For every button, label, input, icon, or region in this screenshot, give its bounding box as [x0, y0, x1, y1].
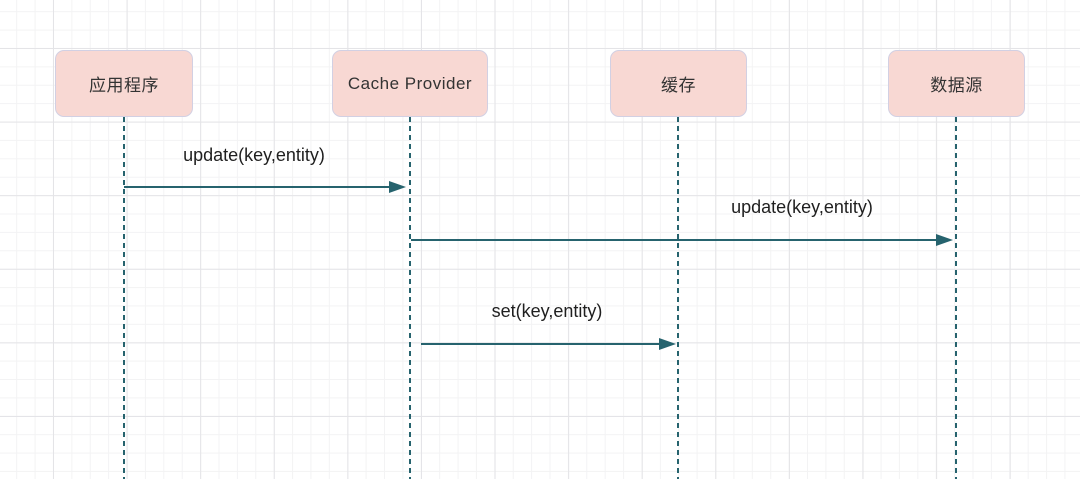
- actor-label: 应用程序: [89, 76, 159, 95]
- actor-box-cache-provider[interactable]: Cache Provider: [332, 50, 488, 117]
- arrowhead-icon: [936, 234, 953, 246]
- message-label-set-to-cache[interactable]: set(key,entity): [491, 301, 603, 321]
- message-label-update-to-provider[interactable]: update(key,entity): [183, 145, 325, 165]
- actor-box-cache[interactable]: 缓存: [610, 50, 747, 117]
- actor-label: 缓存: [661, 76, 696, 95]
- actor-box-datasource[interactable]: 数据源: [888, 50, 1025, 117]
- actor-box-application[interactable]: 应用程序: [55, 50, 193, 117]
- message-label-update-to-datasource[interactable]: update(key,entity): [731, 197, 873, 217]
- arrowhead-icon: [659, 338, 676, 350]
- actor-label: Cache Provider: [347, 73, 473, 93]
- actor-label: 数据源: [930, 76, 983, 95]
- arrowhead-icon: [389, 181, 406, 193]
